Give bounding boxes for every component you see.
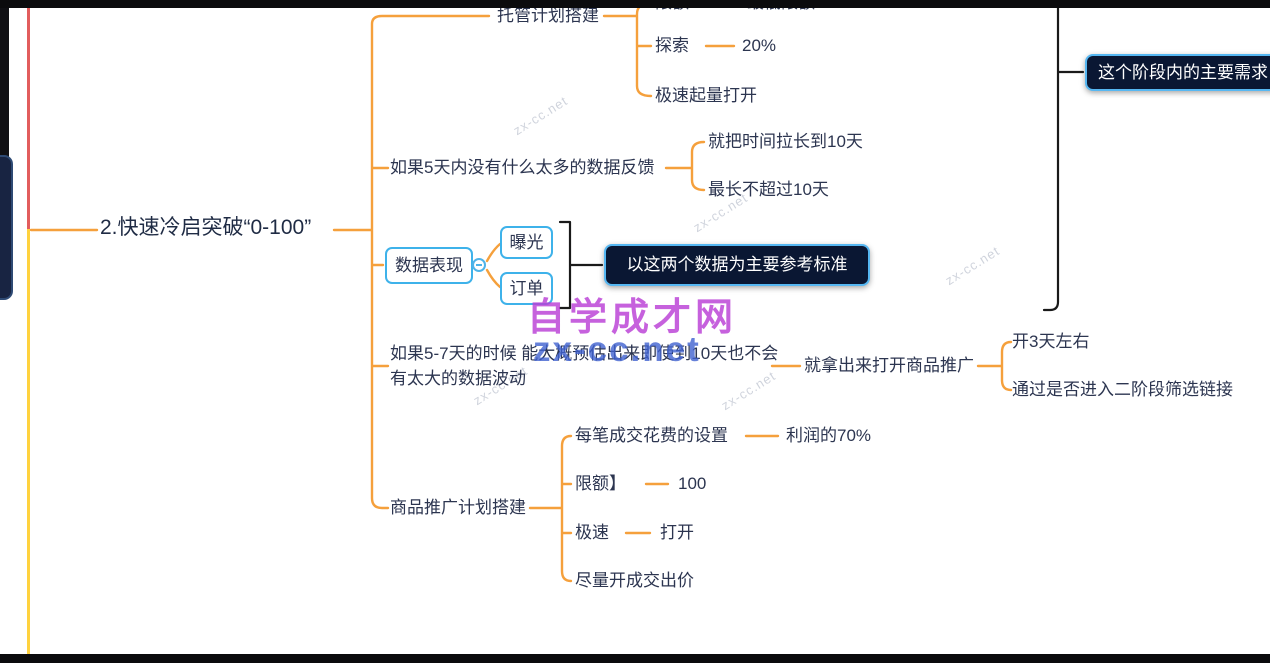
parent-branch-line-red: [27, 8, 30, 229]
node-estimate[interactable]: 如果5-7天的时候 能大概预估出来即使到10天也不会有太大的数据波动: [390, 344, 779, 388]
bottom-letterbox-bar: [0, 654, 1270, 663]
node-estimate-duration[interactable]: 开3天左右: [1012, 332, 1090, 351]
node-product-promotion[interactable]: 商品推广计划搭建: [390, 498, 526, 517]
node-promo-speed[interactable]: 极速: [575, 523, 609, 542]
orange-branch-connectors: [29, 1, 1013, 583]
left-edge-strip: [0, 8, 9, 158]
node-promo-limit-value[interactable]: 100: [678, 474, 707, 493]
node-hosting-explore[interactable]: 探索: [655, 36, 689, 55]
node-hosting-plan[interactable]: 托管计划搭建: [497, 6, 599, 25]
collapsed-branch-tab[interactable]: [0, 155, 13, 300]
black-summary-brackets: [558, 0, 1085, 312]
node-no-feedback-extend[interactable]: 就把时间拉长到10天: [708, 132, 863, 151]
node-estimate-action[interactable]: 就拿出来打开商品推广: [804, 356, 974, 375]
top-letterbox-bar: [0, 0, 1270, 8]
node-no-feedback-max[interactable]: 最长不超过10天: [708, 180, 829, 199]
watermark-site-title: 自学成才网: [527, 297, 738, 339]
node-estimate-filter[interactable]: 通过是否进入二阶段筛选链接: [1012, 380, 1233, 399]
node-promo-bid[interactable]: 尽量开成交出价: [575, 571, 694, 590]
node-orders[interactable]: 订单: [500, 272, 553, 305]
node-data-performance[interactable]: 数据表现: [385, 247, 473, 284]
node-no-feedback[interactable]: 如果5天内没有什么太多的数据反馈: [390, 158, 655, 177]
node-exposure[interactable]: 曝光: [500, 226, 553, 259]
node-stage-note[interactable]: 这个阶段内的主要需求: [1085, 54, 1270, 91]
node-hosting-explore-value[interactable]: 20%: [742, 36, 777, 55]
node-main-topic[interactable]: 2.快速冷启突破“0-100”: [100, 216, 312, 239]
node-promo-limit[interactable]: 限额】: [575, 474, 626, 493]
node-promo-speed-value[interactable]: 打开: [660, 523, 694, 542]
node-cost-per-deal[interactable]: 每笔成交花费的设置: [575, 426, 728, 445]
node-summary-callout[interactable]: 以这两个数据为主要参考标准: [604, 244, 870, 286]
node-hosting-rapid[interactable]: 极速起量打开: [655, 86, 757, 105]
node-cost-per-deal-value[interactable]: 利润的70%: [786, 426, 872, 445]
parent-branch-line-yellow: [27, 229, 30, 655]
minus-glyph: [476, 264, 482, 266]
collapse-toggle-icon[interactable]: [472, 258, 486, 272]
watermark-site-url: zx-cc.net: [533, 330, 701, 369]
